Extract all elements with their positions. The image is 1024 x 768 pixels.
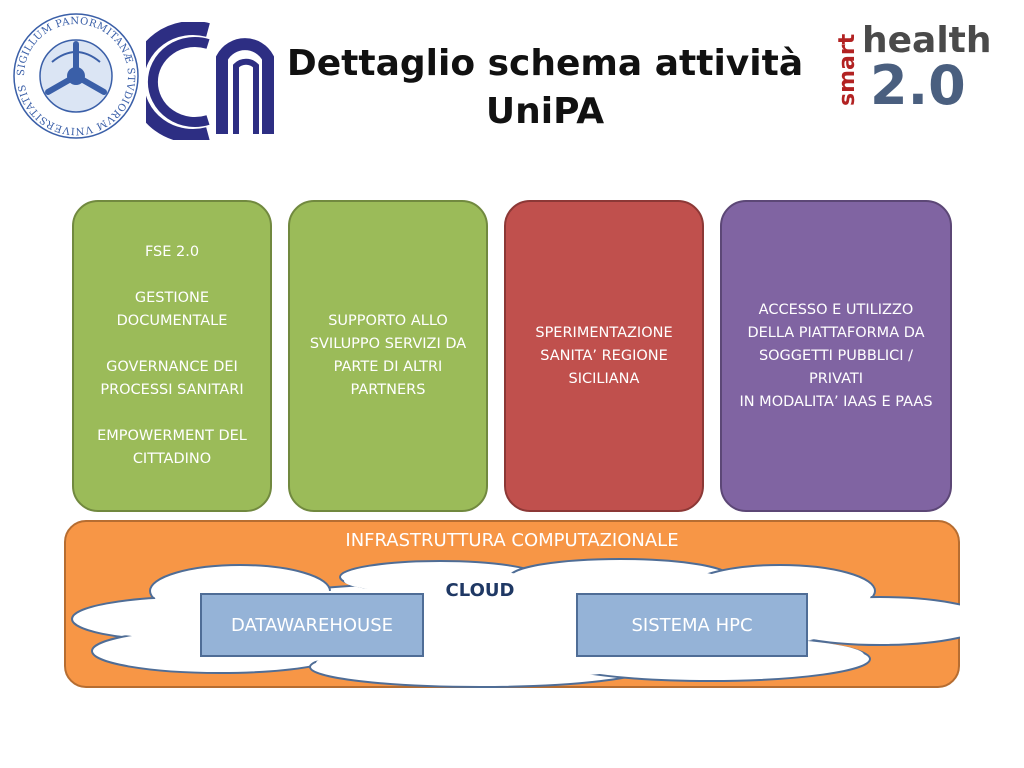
datawarehouse-box: DATAWAREHOUSE xyxy=(200,593,424,657)
unipa-seal-logo: SIGILLUM PANORMITANÆ STVDIORVM VNIVERSIT… xyxy=(12,12,140,140)
accesso-line-2: IN MODALITA’ IAAS E PAAS xyxy=(739,393,933,410)
fse-line-1: FSE 2.0 xyxy=(144,244,200,260)
fse-line-3: GOVERNANCE DEI PROCESSI SANITARI xyxy=(100,359,244,398)
health-word: health xyxy=(862,20,992,61)
cnr-logo xyxy=(129,21,274,143)
accesso-box: ACCESSO E UTILIZZO DELLA PIATTAFORMA DA … xyxy=(720,200,952,512)
title-line-1: Dettaglio schema attività xyxy=(286,43,804,84)
fse-line-4: EMPOWERMENT DEL CITTADINO xyxy=(97,428,247,467)
fse-box: FSE 2.0 GESTIONE DOCUMENTALE GOVERNANCE … xyxy=(72,200,272,512)
cloud-label: CLOUD xyxy=(445,580,515,601)
page-title: Dettaglio schema attività UniPA xyxy=(280,40,810,136)
version-word: 2.0 xyxy=(870,54,966,108)
infrastructure-label: INFRASTRUTTURA COMPUTAZIONALE xyxy=(345,530,679,551)
sperimentazione-text: SPERIMENTAZIONE SANITA’ REGIONE SICILIAN… xyxy=(535,324,673,387)
sperimentazione-box: SPERIMENTAZIONE SANITA’ REGIONE SICILIAN… xyxy=(504,200,704,512)
smart-word: smart xyxy=(835,33,860,106)
hpc-system-box: SISTEMA HPC xyxy=(576,593,808,657)
supporto-box: SUPPORTO ALLO SVILUPPO SERVIZI DA PARTE … xyxy=(288,200,488,512)
fse-line-2: GESTIONE DOCUMENTALE xyxy=(116,290,228,329)
smart-health-logo: smart health 2.0 xyxy=(832,18,1012,117)
accesso-line-1: ACCESSO E UTILIZZO DELLA PIATTAFORMA DA … xyxy=(747,301,925,387)
cloud-shape xyxy=(60,555,991,690)
title-line-2: UniPA xyxy=(485,91,605,132)
supporto-text: SUPPORTO ALLO SVILUPPO SERVIZI DA PARTE … xyxy=(309,313,467,398)
